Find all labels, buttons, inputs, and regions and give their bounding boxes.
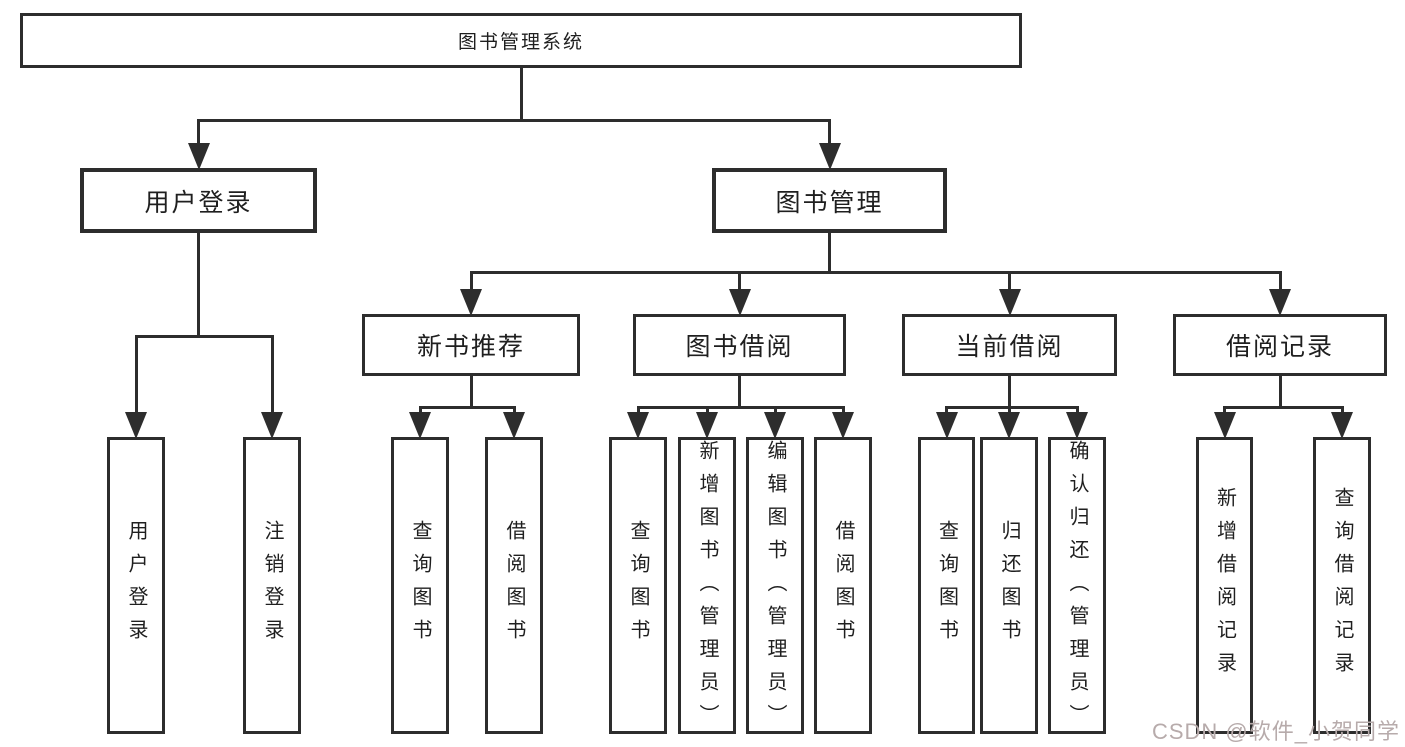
- arrow-down-icon: [460, 289, 482, 316]
- arrow-down-icon: [728, 289, 751, 316]
- node-label: 归还图书: [998, 519, 1020, 652]
- node-label: 查询图书: [409, 519, 431, 652]
- connector-branch-line: [841, 407, 845, 416]
- node-label: 编辑图书（管理员）: [764, 440, 786, 734]
- connector-bus-line: [197, 118, 831, 122]
- connector-stem-line: [197, 232, 200, 336]
- arrow-down-icon: [1066, 412, 1088, 439]
- node-label: 借阅图书: [503, 519, 525, 652]
- node-book-borrow: 图书借阅: [633, 314, 846, 376]
- connector-stem-line: [1008, 375, 1011, 407]
- connector-stem-line: [738, 375, 741, 407]
- csdn-watermark: CSDN @软件_小贺同学: [1151, 719, 1400, 744]
- arrow-down-icon: [503, 412, 525, 439]
- node-label: 当前借阅: [955, 333, 1064, 361]
- arrow-down-icon: [1213, 412, 1236, 439]
- connector-branch-line: [134, 336, 138, 416]
- connector-branch-line: [197, 120, 200, 147]
- connector-branch-line: [636, 407, 640, 416]
- node-label: 用户登录: [125, 519, 147, 652]
- connector-branch-line: [1278, 272, 1282, 293]
- node-current-borrow: 当前借阅: [902, 314, 1117, 376]
- arrow-down-icon: [998, 412, 1020, 439]
- arrow-down-icon: [1331, 412, 1353, 439]
- node-label: 确认归还（管理员）: [1066, 440, 1088, 734]
- node-leaf-add-book: 新增图书（管理员）: [678, 437, 736, 734]
- node-leaf-query-2: 查询图书: [609, 437, 667, 734]
- arrow-down-icon: [1269, 289, 1291, 316]
- connector-bus-line: [945, 405, 1079, 409]
- node-user-login: 用户登录: [80, 168, 317, 233]
- connector-branch-line: [1008, 272, 1011, 293]
- connector-branch-line: [1075, 407, 1079, 416]
- connector-branch-line: [1007, 407, 1011, 416]
- connector-branch-line: [469, 272, 473, 293]
- connector-branch-line: [1223, 407, 1226, 416]
- connector-branch-line: [738, 272, 741, 293]
- node-leaf-logout: 注销登录: [243, 437, 301, 734]
- node-label: 新增图书（管理员）: [696, 440, 718, 734]
- node-label: 查询图书: [627, 519, 649, 652]
- node-leaf-query-1: 查询图书: [391, 437, 449, 734]
- node-label: 图书管理: [775, 188, 884, 217]
- node-leaf-confirm-return: 确认归还（管理员）: [1048, 437, 1106, 734]
- node-borrow-records: 借阅记录: [1173, 314, 1387, 376]
- connector-branch-line: [270, 336, 274, 416]
- connector-branch-line: [773, 407, 777, 416]
- arrow-down-icon: [764, 412, 786, 439]
- node-label: 用户登录: [144, 188, 253, 217]
- arrow-down-icon: [187, 143, 210, 170]
- node-label: 图书借阅: [685, 333, 794, 361]
- node-label: 借阅图书: [832, 519, 854, 652]
- node-label: 新书推荐: [416, 333, 525, 361]
- connector-branch-line: [828, 120, 831, 147]
- arrow-down-icon: [696, 412, 718, 439]
- connector-branch-line: [1340, 407, 1344, 416]
- arrow-down-icon: [935, 412, 958, 439]
- node-label: 借阅记录: [1225, 333, 1334, 361]
- node-leaf-borrow-2: 借阅图书: [814, 437, 872, 734]
- arrow-down-icon: [409, 412, 431, 439]
- connector-stem-line: [1278, 375, 1282, 407]
- node-label: 新增借阅记录: [1213, 486, 1236, 685]
- node-label: 图书管理系统: [457, 32, 584, 53]
- connector-branch-line: [945, 407, 948, 416]
- node-label: 注销登录: [261, 519, 283, 652]
- connector-branch-line: [705, 407, 709, 416]
- node-label: 查询图书: [935, 519, 958, 652]
- node-leaf-borrow-1: 借阅图书: [485, 437, 543, 734]
- arrow-down-icon: [125, 412, 147, 439]
- connector-stem-line: [519, 67, 523, 120]
- node-book-mgmt: 图书管理: [712, 168, 947, 233]
- node-leaf-return: 归还图书: [980, 437, 1038, 734]
- connector-bus-line: [469, 270, 1282, 274]
- node-root: 图书管理系统: [20, 13, 1022, 68]
- node-label: 查询借阅记录: [1331, 486, 1353, 685]
- node-leaf-add-record: 新增借阅记录: [1196, 437, 1253, 734]
- arrow-down-icon: [627, 412, 649, 439]
- connector-bus-line: [418, 405, 516, 409]
- connector-stem-line: [469, 375, 473, 407]
- connector-bus-line: [636, 405, 845, 409]
- connector-branch-line: [512, 407, 516, 416]
- node-leaf-edit-book: 编辑图书（管理员）: [746, 437, 804, 734]
- connector-stem-line: [828, 232, 831, 272]
- node-leaf-user-login: 用户登录: [107, 437, 165, 734]
- connector-bus-line: [1223, 405, 1344, 409]
- connector-bus-line: [134, 334, 274, 338]
- node-leaf-query-record: 查询借阅记录: [1313, 437, 1371, 734]
- node-new-book-rec: 新书推荐: [362, 314, 580, 376]
- connector-branch-line: [418, 407, 422, 416]
- arrow-down-icon: [998, 289, 1021, 316]
- arrow-down-icon: [818, 143, 841, 170]
- arrow-down-icon: [832, 412, 854, 439]
- node-leaf-query-3: 查询图书: [918, 437, 975, 734]
- arrow-down-icon: [261, 412, 283, 439]
